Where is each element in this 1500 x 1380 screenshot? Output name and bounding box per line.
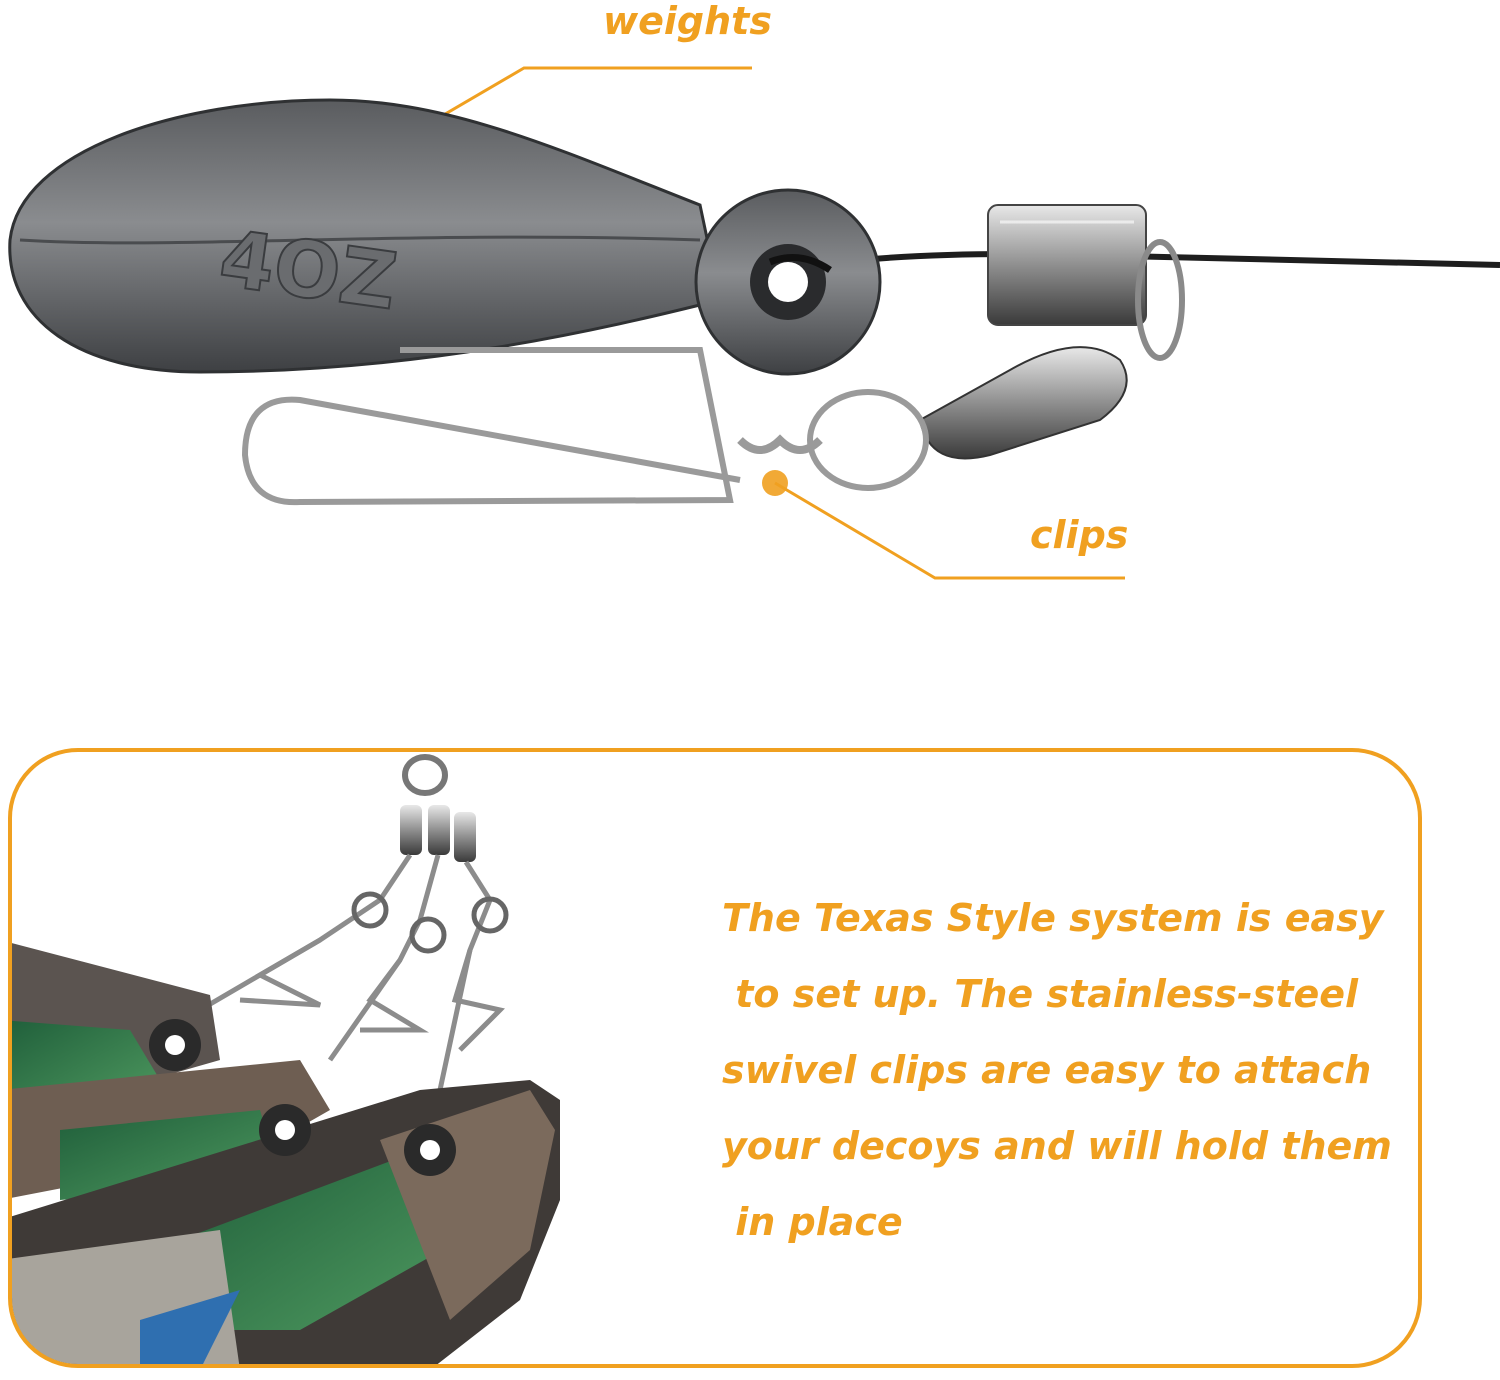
- description-line: swivel clips are easy to attach: [722, 1048, 1372, 1092]
- description-line: in place: [722, 1200, 903, 1244]
- description-text: The Texas Style system is easy to set up…: [722, 880, 1412, 1260]
- description-line: The Texas Style system is easy: [722, 896, 1384, 940]
- weights-label: weights: [603, 0, 772, 43]
- split-ring: [1135, 239, 1185, 361]
- clips-leader-line: [762, 470, 1125, 580]
- lead-weight: 4OZ: [8, 98, 882, 376]
- snap-clip: [241, 347, 929, 506]
- crimp-sleeve: [987, 204, 1147, 326]
- barrel-swivel: [918, 346, 1128, 460]
- description-line: to set up. The stainless-steel: [722, 972, 1359, 1016]
- description-panel: [8, 748, 1422, 1368]
- clips-label: clips: [1030, 513, 1129, 557]
- description-line: your decoys and will hold them: [722, 1124, 1392, 1168]
